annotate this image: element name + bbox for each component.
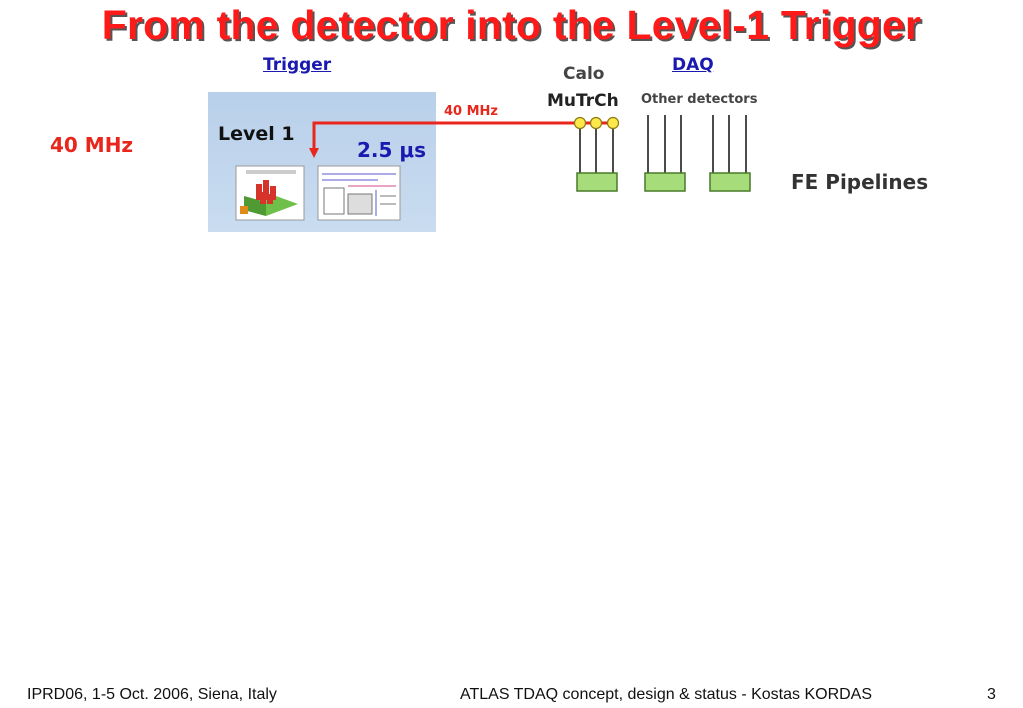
latency-label: 2.5 μs: [357, 138, 427, 162]
fe-pipelines-label: FE Pipelines: [791, 170, 929, 194]
level1-trigger-box: [208, 92, 436, 232]
fe-pipeline-block-2: [644, 172, 686, 192]
other-detectors-label: Other detectors: [641, 92, 758, 107]
trigger-logic-thumbnail-icon: [317, 165, 401, 221]
slide-title: From the detector into the Level-1 Trigg…: [101, 2, 922, 48]
fe-pipeline-block-3: [709, 172, 751, 192]
arrow-down-icon: [309, 148, 319, 158]
calo-label: Calo: [563, 64, 605, 84]
tap-node-calo-1: [573, 116, 587, 130]
calorimeter-thumbnail-icon: [235, 165, 305, 221]
fe-pipeline-block-1: [576, 172, 618, 192]
trigger-signal-line: [312, 121, 580, 150]
mutrch-label: MuTrCh: [547, 91, 619, 111]
tap-node-calo-2: [589, 116, 603, 130]
tap-node-mutrch: [606, 116, 620, 130]
trigger-link[interactable]: Trigger: [263, 55, 332, 75]
daq-link[interactable]: DAQ: [672, 55, 714, 75]
signal-rate-label: 40 MHz: [444, 104, 498, 119]
footer-page-number: 3: [987, 686, 996, 703]
footer-conference: IPRD06, 1-5 Oct. 2006, Siena, Italy: [27, 686, 277, 703]
readout-lines: [579, 115, 747, 174]
level1-label: Level 1: [218, 123, 295, 145]
bunch-crossing-rate-label: 40 MHz: [50, 133, 134, 157]
footer-talk-title: ATLAS TDAQ concept, design & status - Ko…: [460, 686, 873, 703]
level1-thumbnails: [235, 165, 401, 221]
